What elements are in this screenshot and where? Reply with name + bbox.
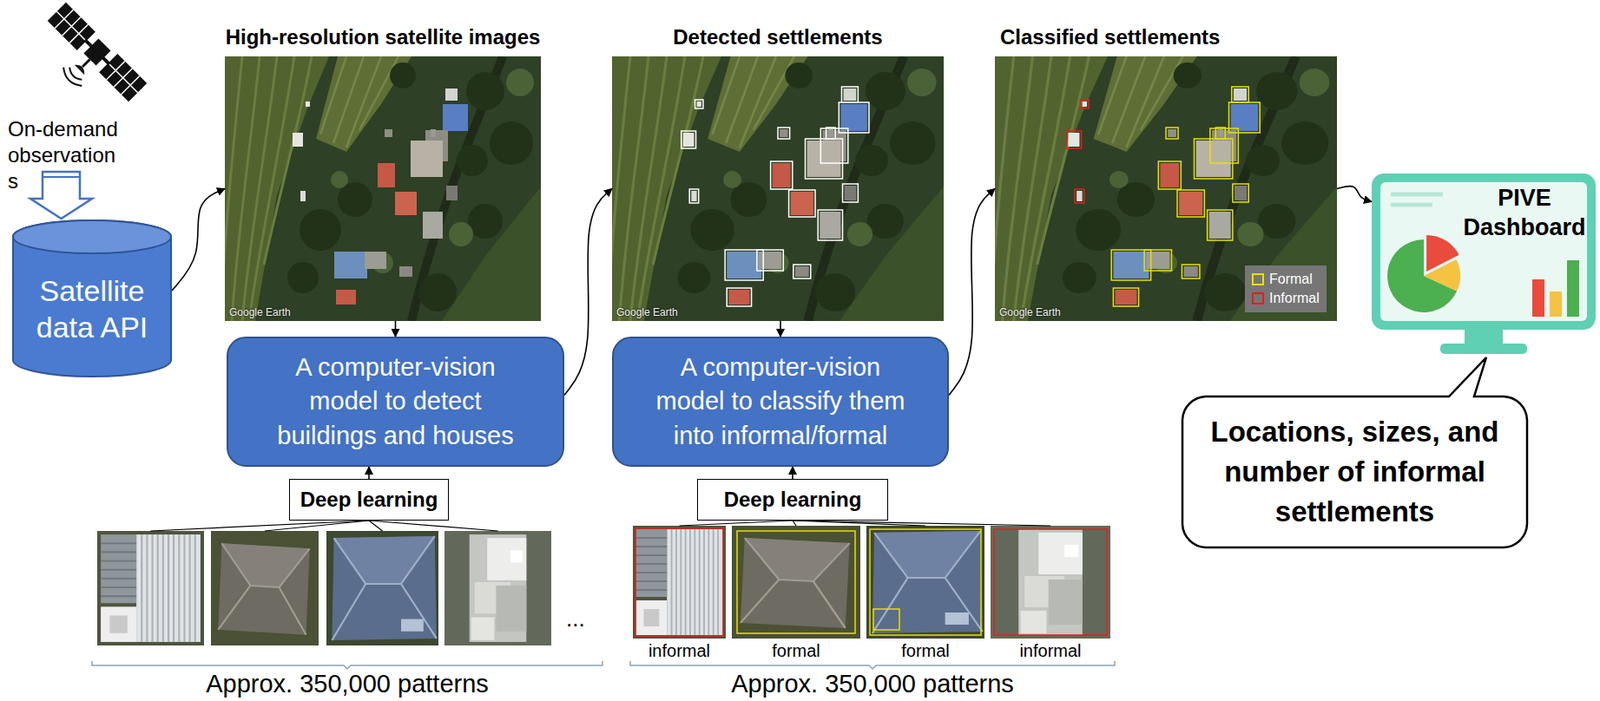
image-title: High-resolution satellite images: [224, 25, 541, 51]
method-text: Deep learning: [300, 487, 439, 514]
flow-arrow: [791, 467, 794, 480]
screen-text: PIVE Dashboard: [1461, 184, 1587, 244]
legend-text: Informal: [1269, 289, 1320, 307]
fan-lines: [151, 520, 1052, 532]
flow-arrow: [948, 189, 995, 396]
satellite-image: High-resolution satellite imagesGoogle E…: [224, 56, 541, 322]
training-tiles: [97, 526, 1111, 646]
tile-class-boxes: [635, 528, 1107, 637]
flow-arrow: [564, 189, 613, 396]
watermark: Google Earth: [999, 306, 1061, 319]
flow-arrow: [779, 321, 782, 337]
satellite-photo: [220, 56, 541, 322]
class-label: formal: [731, 641, 861, 661]
satellite-icon: [28, 2, 147, 121]
class-label: formal: [866, 641, 985, 661]
flow-arrow: [395, 321, 397, 337]
legend-swatch: [1251, 273, 1265, 286]
ellipsis-text: ...: [566, 605, 601, 633]
satellite-photo: [990, 56, 1337, 322]
pattern-count: Approx. 350,000 patterns: [630, 671, 1115, 698]
process-text: A computer-vision model to classify them…: [650, 350, 911, 453]
legend-swatch: [1251, 292, 1265, 305]
legend-text: Formal: [1269, 270, 1313, 288]
watermark: Google Earth: [229, 306, 291, 319]
class-label: informal: [990, 641, 1111, 661]
node-text: Satellite data API: [22, 272, 162, 347]
method-box: Deep learning: [697, 479, 889, 521]
flow-arrow: [171, 189, 225, 291]
class-label: informal: [632, 641, 726, 661]
flow-arrow: [368, 467, 370, 480]
pattern-count: Approx. 350,000 patterns: [92, 671, 603, 698]
legend-row: Formal: [1251, 269, 1320, 290]
monitor-outline: [1371, 173, 1596, 330]
method-text: Deep learning: [724, 487, 863, 514]
watermark: Google Earth: [616, 306, 679, 319]
flow-arrow: [1336, 186, 1372, 203]
annotation-text: On-demand observation s: [7, 116, 125, 195]
method-box: Deep learning: [289, 479, 449, 521]
detection-boxes: [681, 86, 870, 307]
image-title: Classified settlements: [1000, 25, 1343, 51]
callout-text: Locations, sizes, and number of informal…: [1204, 412, 1505, 534]
brace-bracket: [92, 661, 1115, 670]
callout-bubble: Locations, sizes, and number of informal…: [1181, 395, 1528, 549]
process-text: A computer-vision model to detect buildi…: [265, 350, 527, 453]
database-cylinder: Satellite data API: [12, 219, 172, 378]
legend-panel: FormalInformal: [1244, 265, 1327, 313]
dashboard-monitor: PIVE Dashboard: [1371, 173, 1596, 330]
process-box: A computer-vision model to detect buildi…: [226, 336, 565, 468]
hollow-arrow: [30, 171, 93, 219]
classification-boxes: [1066, 86, 1260, 307]
process-box: A computer-vision model to classify them…: [612, 336, 949, 468]
legend-row: Informal: [1251, 289, 1320, 309]
satellite-image: Detected settlementsGoogle Earth: [612, 56, 944, 322]
satellite-photo: [607, 56, 944, 322]
image-title: Detected settlements: [612, 25, 944, 51]
